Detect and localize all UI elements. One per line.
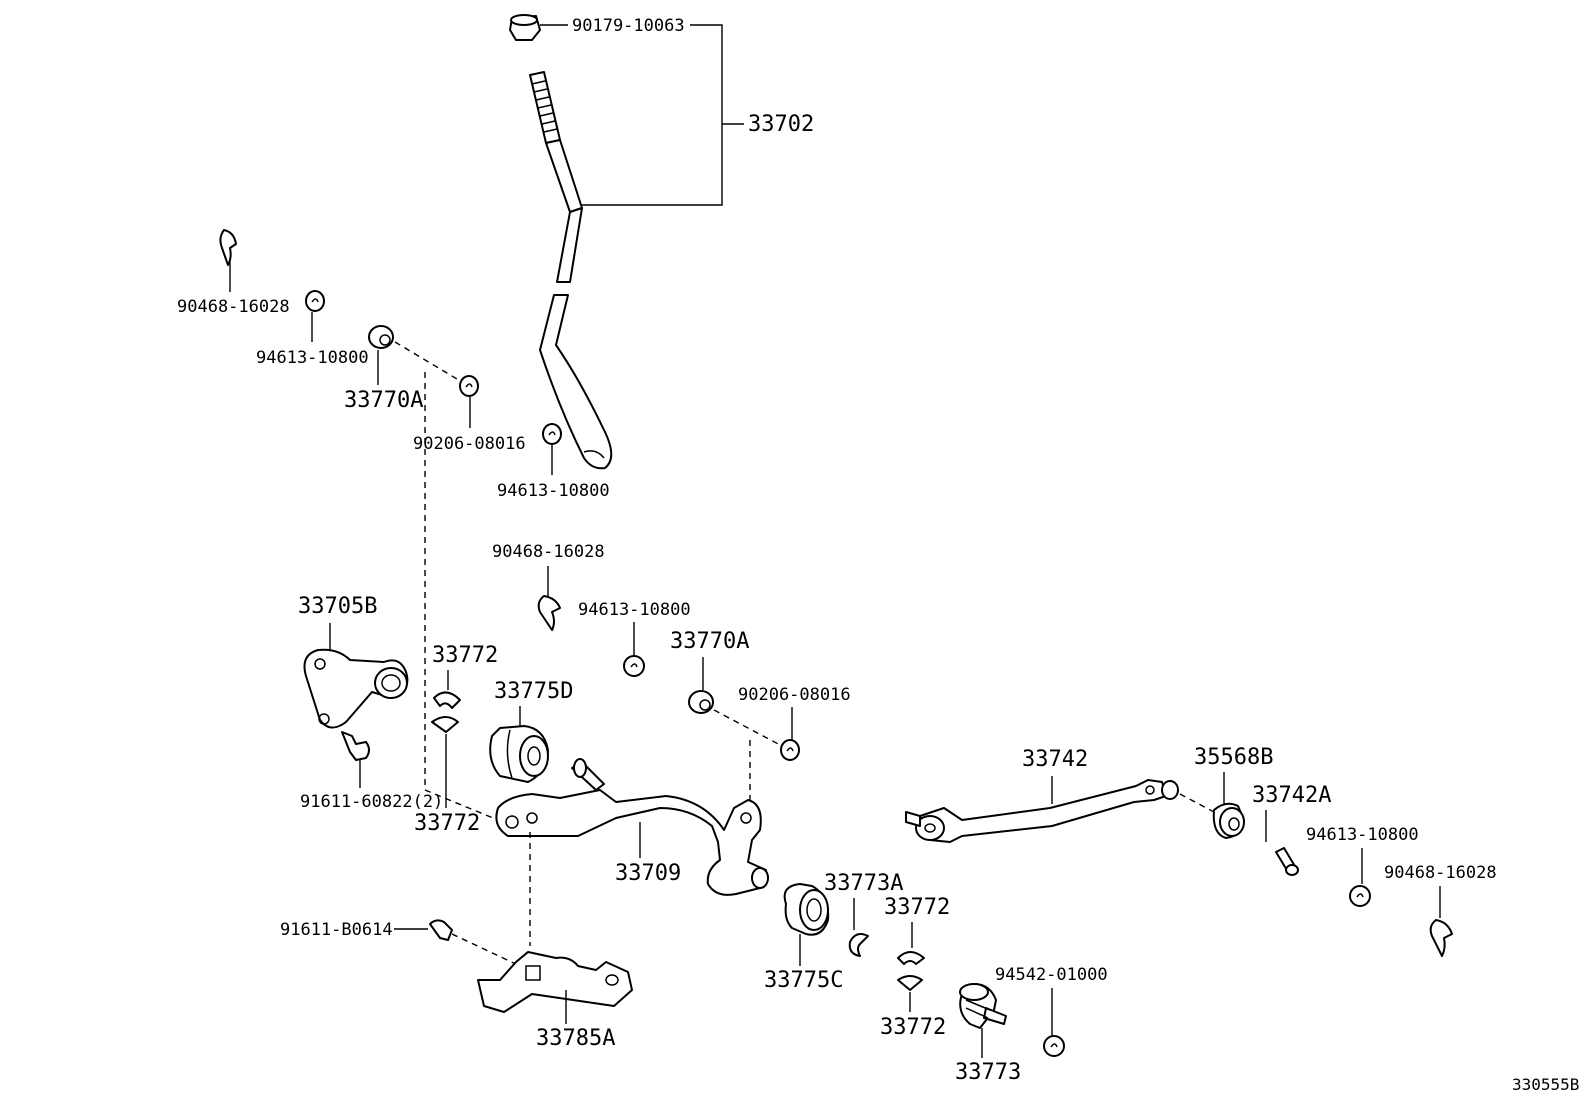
diagram-id: 330555B <box>1512 1075 1579 1094</box>
cotter-pin-mid <box>537 595 561 631</box>
cotter-pin-left <box>219 229 237 266</box>
label-33772-upper: 33772 <box>432 643 498 668</box>
label-94613-10800-left: 94613-10800 <box>256 348 369 368</box>
label-33775D: 33775D <box>494 679 573 704</box>
seat-right-bottom <box>897 975 923 991</box>
bushing-c-part <box>783 883 830 936</box>
seat-lower <box>431 716 459 733</box>
washer-mid-c <box>780 739 800 761</box>
label-33770A-left: 33770A <box>344 388 423 413</box>
washer-bottom <box>1043 1035 1065 1057</box>
label-91611-60822: 91611-60822(2) <box>300 792 443 812</box>
label-33709: 33709 <box>615 861 681 886</box>
label-33702: 33702 <box>748 112 814 137</box>
rod-part <box>905 779 1179 843</box>
shift-lever-part <box>529 71 613 470</box>
label-90179-10063: 90179-10063 <box>572 16 685 36</box>
shift-shaft-part <box>495 758 769 896</box>
retainer-part <box>303 648 409 729</box>
label-90468-16028-mid: 90468-16028 <box>492 542 605 562</box>
label-90468-16028-right: 90468-16028 <box>1384 863 1497 883</box>
label-90206-08016-mid: 90206-08016 <box>738 685 851 705</box>
label-33772-right-top: 33772 <box>884 895 950 920</box>
bushing-left <box>368 325 394 349</box>
label-94613-10800-mid: 94613-10800 <box>497 481 610 501</box>
collar-part <box>1275 847 1299 876</box>
bolt-retainer <box>341 731 370 761</box>
label-94542-01000: 94542-01000 <box>995 965 1108 985</box>
ball-joint-part <box>959 983 1007 1029</box>
label-33772-right-bottom: 33772 <box>880 1015 946 1040</box>
label-94613-10800-right: 94613-10800 <box>1306 825 1419 845</box>
bracket-part <box>477 951 633 1013</box>
nut-part <box>509 14 541 41</box>
washer-left-a <box>305 290 325 312</box>
seat-right-top <box>897 951 925 965</box>
bolt-bracket <box>429 919 453 941</box>
bushing-d-part <box>489 725 549 783</box>
label-33785A: 33785A <box>536 1026 615 1051</box>
label-33773: 33773 <box>955 1060 1021 1085</box>
label-33772-lower: 33772 <box>414 811 480 836</box>
washer-right <box>1349 885 1371 907</box>
clip-a-part <box>848 933 869 957</box>
label-33770A-mid: 33770A <box>670 629 749 654</box>
label-33742A: 33742A <box>1252 783 1331 808</box>
label-91611-B0614: 91611-B0614 <box>280 920 393 940</box>
label-94613-10800-mid-b: 94613-10800 <box>578 600 691 620</box>
seat-upper <box>433 691 461 709</box>
label-90468-16028-left: 90468-16028 <box>177 297 290 317</box>
label-90206-08016-left: 90206-08016 <box>413 434 526 454</box>
label-33742: 33742 <box>1022 747 1088 772</box>
washer-mid <box>542 423 562 445</box>
label-33773A: 33773A <box>824 871 903 896</box>
label-33705B: 33705B <box>298 594 377 619</box>
washer-left-b <box>459 375 479 397</box>
bushing-mid <box>688 690 714 714</box>
label-35568B: 35568B <box>1194 745 1273 770</box>
washer-mid-b <box>623 655 645 677</box>
cotter-pin-right <box>1429 919 1453 957</box>
bushing-b-part <box>1212 802 1245 839</box>
label-33775C: 33775C <box>764 968 843 993</box>
